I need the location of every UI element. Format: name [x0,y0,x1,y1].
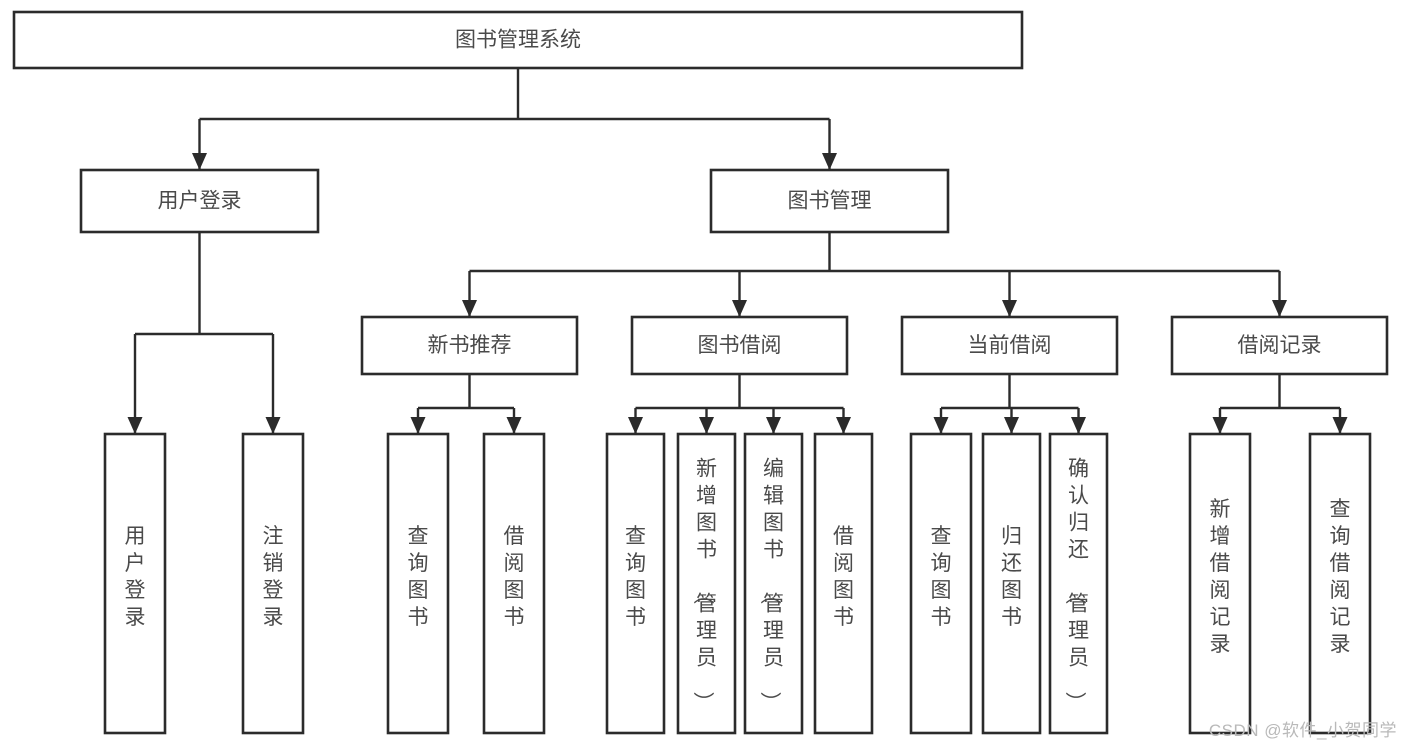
node-label-leaf-user-login: 用户登录 [125,525,146,629]
node-box-leaf-add-borrow-record [1188,432,1252,735]
node-box-book-borrow [630,315,849,376]
node-label-leaf-query-book-current: 查询图书 [931,525,952,629]
node-label-book-management: 图书管理 [788,190,872,213]
node-label-leaf-borrow-book-recommend: 借阅图书 [504,525,525,629]
node-leaf-borrow-book-recommend[interactable]: 借阅图书 [482,432,546,735]
node-leaf-query-book-current[interactable]: 查询图书 [909,432,973,735]
node-label-leaf-return-book: 归还图书 [1001,525,1022,629]
node-leaf-logout-login[interactable]: 注销登录 [241,432,305,735]
node-box-new-book-recommend [360,315,579,376]
node-label-leaf-query-book-recommend: 查询图书 [408,525,429,629]
edge-book-management-to-level3 [462,232,1287,317]
node-box-leaf-query-book-borrow [605,432,666,735]
node-box-leaf-add-book-admin [676,432,737,735]
node-borrow-record[interactable]: 借阅记录 [1170,315,1389,376]
node-label-leaf-add-borrow-record: 新增借阅记录 [1210,498,1231,656]
node-box-leaf-query-book-recommend [386,432,450,735]
node-leaf-query-book-borrow[interactable]: 查询图书 [605,432,666,735]
node-box-leaf-logout-login [241,432,305,735]
node-label-user-login: 用户登录 [158,190,242,213]
node-leaf-query-borrow-record[interactable]: 查询借阅记录 [1308,432,1372,735]
node-label-leaf-borrow-book-borrow: 借阅图书 [833,525,854,629]
node-box-leaf-borrow-book-borrow [813,432,874,735]
node-label-leaf-edit-book-admin: 编辑图书（管理员） [758,458,784,713]
node-root[interactable]: 图书管理系统 [12,10,1024,70]
node-box-leaf-user-login [103,432,167,735]
node-label-leaf-query-book-borrow: 查询图书 [625,525,646,629]
node-user-login[interactable]: 用户登录 [79,168,320,234]
node-box-book-management [709,168,950,234]
node-label-leaf-logout-login: 注销登录 [263,525,284,629]
node-leaf-borrow-book-borrow[interactable]: 借阅图书 [813,432,874,735]
node-box-current-borrow [900,315,1119,376]
node-leaf-add-book-admin[interactable]: 新增图书（管理员） [676,432,737,735]
edge-borrow-record-to-leaves [1212,374,1348,434]
node-leaf-edit-book-admin[interactable]: 编辑图书（管理员） [743,432,804,735]
node-leaf-user-login[interactable]: 用户登录 [103,432,167,735]
nodes-layer: 图书管理系统用户登录图书管理新书推荐图书借阅当前借阅借阅记录用户登录注销登录查询… [12,10,1389,735]
node-box-root [12,10,1024,70]
node-box-leaf-return-book [981,432,1042,735]
node-label-borrow-record: 借阅记录 [1238,334,1322,357]
edge-book-borrow-to-leaves [628,374,851,434]
edge-new-book-recommend-to-leaves [410,374,522,434]
node-box-leaf-query-borrow-record [1308,432,1372,735]
node-label-leaf-query-borrow-record: 查询借阅记录 [1330,498,1351,656]
node-book-borrow[interactable]: 图书借阅 [630,315,849,376]
edges-layer [127,68,1348,434]
node-new-book-recommend[interactable]: 新书推荐 [360,315,579,376]
node-leaf-add-borrow-record[interactable]: 新增借阅记录 [1188,432,1252,735]
edge-root-to-level2 [192,68,837,170]
edge-current-borrow-to-leaves [933,374,1086,434]
node-label-leaf-confirm-return-admin: 确认归还（管理员） [1063,458,1089,713]
node-current-borrow[interactable]: 当前借阅 [900,315,1119,376]
node-book-management[interactable]: 图书管理 [709,168,950,234]
node-box-leaf-edit-book-admin [743,432,804,735]
edge-user-login-to-leaves [127,232,281,434]
node-leaf-confirm-return-admin[interactable]: 确认归还（管理员） [1048,432,1109,735]
node-label-new-book-recommend: 新书推荐 [428,334,512,357]
node-box-leaf-borrow-book-recommend [482,432,546,735]
node-label-book-borrow: 图书借阅 [698,334,782,357]
node-box-leaf-confirm-return-admin [1048,432,1109,735]
node-box-user-login [79,168,320,234]
node-label-root: 图书管理系统 [455,29,581,52]
node-label-current-borrow: 当前借阅 [968,334,1052,357]
node-box-borrow-record [1170,315,1389,376]
node-leaf-return-book[interactable]: 归还图书 [981,432,1042,735]
node-leaf-query-book-recommend[interactable]: 查询图书 [386,432,450,735]
node-box-leaf-query-book-current [909,432,973,735]
node-label-leaf-add-book-admin: 新增图书（管理员） [691,458,717,713]
watermark-label: CSDN @软件_小贺同学 [1208,721,1397,740]
